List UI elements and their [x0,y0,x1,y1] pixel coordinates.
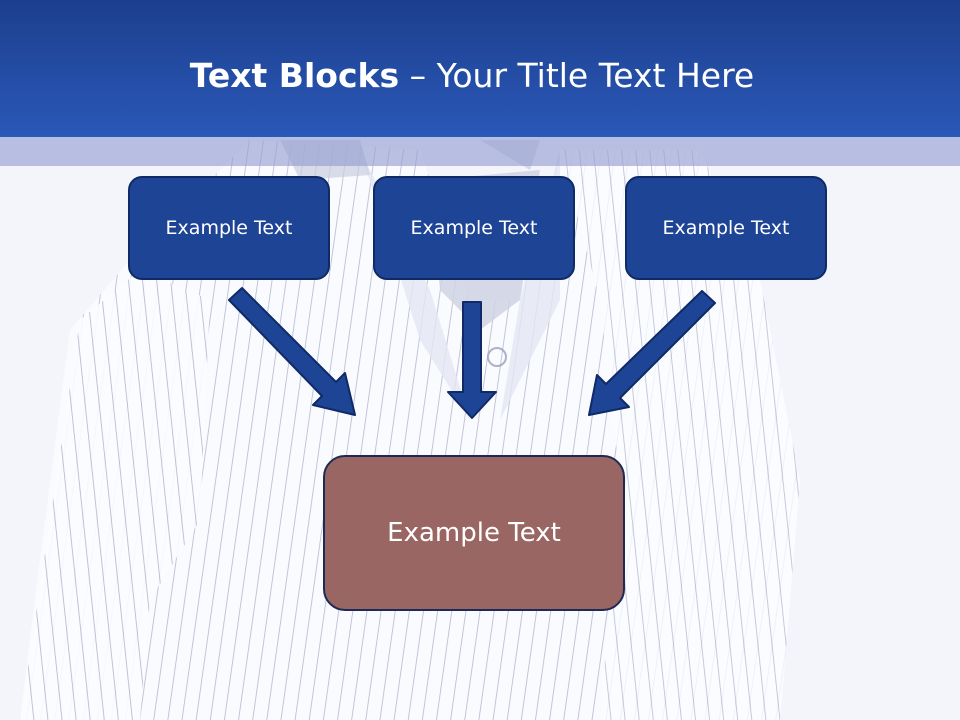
slide-title: Text Blocks – Your Title Text Here [0,54,944,98]
text-block-3-label: Example Text [662,217,790,239]
text-block-1-label: Example Text [165,217,293,239]
title-bar [0,0,960,137]
text-block-1[interactable]: Example Text [128,176,330,280]
title-regular-part: Your Title Text Here [436,56,755,95]
arrow-left [228,287,356,416]
title-bar-band [0,137,960,166]
text-block-target[interactable]: Example Text [323,455,625,611]
text-block-target-label: Example Text [387,518,561,548]
title-dash: – [399,56,437,95]
title-bold-part: Text Blocks [189,56,400,95]
text-block-3[interactable]: Example Text [625,176,827,280]
arrow-center [447,301,497,419]
text-block-2[interactable]: Example Text [373,176,575,280]
arrow-right [588,290,716,416]
text-block-2-label: Example Text [410,217,538,239]
